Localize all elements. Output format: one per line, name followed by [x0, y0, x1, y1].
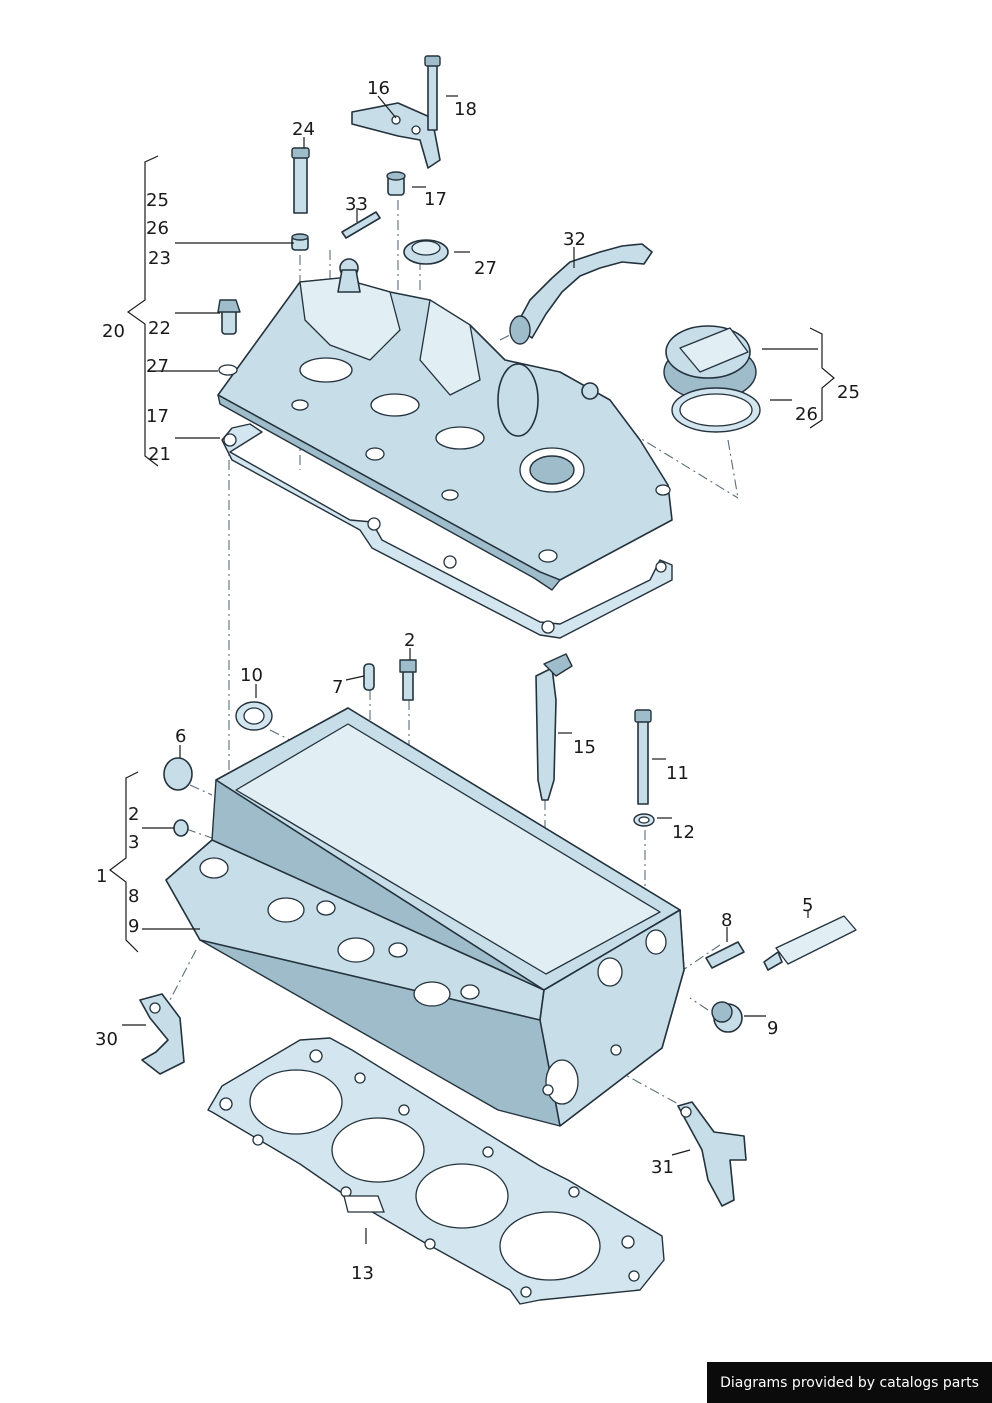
bolt-2[interactable] [399, 659, 417, 701]
plug-2-3[interactable] [173, 819, 189, 837]
cover-gasket[interactable] [221, 423, 673, 639]
callout-1: 1 [96, 866, 107, 887]
bracket-31[interactable] [677, 1101, 747, 1207]
callout-21: 21 [148, 444, 171, 465]
callout-9-right: 9 [767, 1018, 778, 1039]
callout-2-left: 2 [128, 804, 139, 825]
bolt-24[interactable] [291, 147, 310, 214]
bracket-16[interactable] [351, 102, 441, 169]
washer-26-23[interactable] [291, 233, 309, 251]
callout-15: 15 [573, 737, 596, 758]
valve-cover[interactable] [217, 258, 673, 591]
seal-10[interactable] [235, 701, 273, 731]
callout-31: 31 [651, 1157, 674, 1178]
callout-8-left: 8 [128, 886, 139, 907]
callout-11: 11 [666, 763, 689, 784]
callout-13: 13 [351, 1263, 374, 1284]
callout-17-left: 17 [146, 406, 169, 427]
callout-25-right: 25 [837, 382, 860, 403]
callout-7: 7 [332, 677, 343, 698]
head-gasket[interactable] [207, 1037, 665, 1305]
brace-25-26 [809, 327, 835, 429]
callout-27-left: 27 [146, 356, 169, 377]
bracket-30[interactable] [139, 993, 185, 1075]
callout-9-left: 9 [128, 916, 139, 937]
oil-cap-seal[interactable] [671, 387, 761, 433]
callout-6: 6 [175, 726, 186, 747]
callout-17-top: 17 [424, 189, 447, 210]
callout-22: 22 [148, 318, 171, 339]
callout-30: 30 [95, 1029, 118, 1050]
callout-27-top: 27 [474, 258, 497, 279]
sealant-tube-5[interactable] [763, 915, 857, 971]
washer-12[interactable] [633, 813, 655, 827]
callout-12: 12 [672, 822, 695, 843]
injector-15[interactable] [535, 653, 573, 801]
bolt-11[interactable] [634, 709, 652, 805]
callout-10: 10 [240, 665, 263, 686]
leader-lines [122, 95, 818, 1244]
callout-3: 3 [128, 832, 139, 853]
cylinder-head[interactable] [165, 707, 685, 1127]
stud-8[interactable] [705, 941, 745, 969]
callout-20: 20 [102, 321, 125, 342]
callout-23: 23 [148, 248, 171, 269]
bolt-18[interactable] [424, 55, 441, 131]
spring-33[interactable] [341, 211, 381, 239]
brace-1 [109, 771, 139, 953]
callout-24: 24 [292, 119, 315, 140]
callout-16: 16 [367, 78, 390, 99]
callout-26-right: 26 [795, 404, 818, 425]
callout-8-right: 8 [721, 910, 732, 931]
callout-18: 18 [454, 99, 477, 120]
callout-labels: 16 18 24 17 33 25 26 23 27 32 20 22 27 1… [95, 78, 860, 1284]
oil-filler-cap[interactable] [663, 325, 757, 401]
sensor-22[interactable] [217, 299, 241, 335]
plug-6[interactable] [163, 757, 193, 791]
breather-hose-32[interactable] [509, 243, 653, 345]
pin-7[interactable] [363, 663, 375, 691]
callout-33: 33 [345, 194, 368, 215]
grommet-17-top[interactable] [386, 171, 406, 196]
callout-26-left: 26 [146, 218, 169, 239]
callout-32: 32 [563, 229, 586, 250]
cap-27[interactable] [403, 239, 449, 265]
plug-9[interactable] [711, 1001, 743, 1033]
callout-25-left: 25 [146, 190, 169, 211]
callout-5: 5 [802, 895, 813, 916]
brace-20 [126, 155, 159, 467]
footer-credit: Diagrams provided by catalogs parts [707, 1362, 992, 1403]
callout-2-top: 2 [404, 630, 415, 651]
